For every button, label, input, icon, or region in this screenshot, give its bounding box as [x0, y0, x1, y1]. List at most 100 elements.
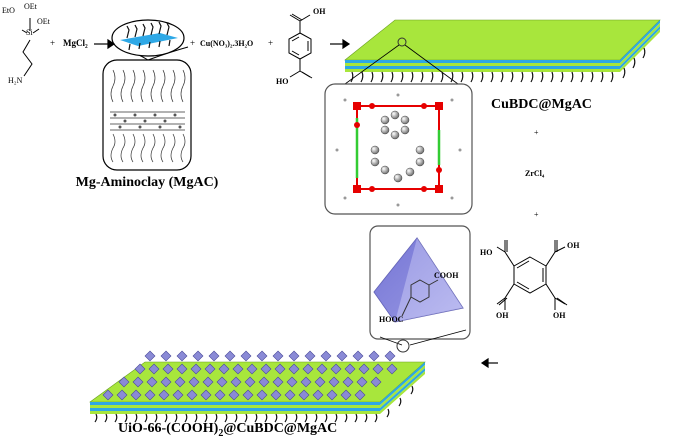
final-product-subscript: 2 [218, 427, 224, 439]
plus-sign-3: + [268, 38, 274, 48]
uio66-crystal [224, 350, 236, 362]
cubdc-mgac-slab [344, 19, 661, 83]
uio66-crystal [272, 376, 284, 388]
uio66-crystal [354, 389, 366, 401]
final-product-label: UiO-66-(COOH)2@CuBDC@MgAC [118, 421, 337, 439]
uio66-crystal [132, 376, 144, 388]
uio66-crystal [320, 350, 332, 362]
plus-sign-2: + [190, 38, 196, 48]
mgac-zoom-panel [102, 19, 192, 171]
uio66-crystals [102, 350, 398, 401]
uio66-crystal [316, 363, 328, 375]
uio66-crystal [330, 363, 342, 375]
uio66-crystal [356, 376, 368, 388]
uio66-crystal [202, 376, 214, 388]
uio66-crystal [302, 363, 314, 375]
uio66-crystal [116, 389, 128, 401]
uio66-crystal [244, 376, 256, 388]
mgac-label: Mg-Aminoclay (MgAC) [75, 175, 219, 190]
uio66-crystal [118, 376, 130, 388]
copper-nitrate-label: Cu(NO₃)₂.3H₂O [200, 39, 254, 48]
uio66-crystal [242, 389, 254, 401]
uio66-crystal [258, 376, 270, 388]
btec-oh-bottom-right: OH [553, 311, 566, 320]
reaction-arrow-2 [330, 38, 351, 50]
uio66-crystal [272, 350, 284, 362]
final-composite-slab [89, 339, 426, 423]
hooc-label: HOOC [379, 315, 404, 324]
uio66-crystal [256, 350, 268, 362]
uio66-crystal [240, 350, 252, 362]
uio66-crystal [146, 376, 158, 388]
final-product-tail: @CuBDC@MgAC [223, 421, 338, 436]
uio66-crystal [214, 389, 226, 401]
uio66-crystal [204, 363, 216, 375]
amine-label: H₂N [8, 76, 23, 85]
ethoxy-label-right: OEt [37, 17, 50, 26]
uio66-crystal [284, 389, 296, 401]
uio66-crystal [190, 363, 202, 375]
uio66-crystal [102, 389, 114, 401]
uio66-crystal [384, 350, 396, 362]
bdc-ho-label: HO [276, 77, 289, 86]
uio66-crystal [260, 363, 272, 375]
plus-sign-1: + [50, 38, 56, 48]
uio66-crystal [288, 350, 300, 362]
uio66-crystal [304, 350, 316, 362]
pyromellitic-acid-structure [496, 240, 568, 310]
silicon-label: Si [26, 28, 33, 37]
cooh-label: COOH [434, 271, 459, 280]
uio66-crystal [130, 389, 142, 401]
uio66-crystal [144, 389, 156, 401]
uio66-crystal [298, 389, 310, 401]
uio66-crystal-panel [369, 225, 471, 340]
uio66-crystal [300, 376, 312, 388]
uio66-crystal [386, 363, 398, 375]
uio66-crystal [172, 389, 184, 401]
uio66-crystal [358, 363, 370, 375]
uio66-crystal [246, 363, 258, 375]
uio66-crystal [232, 363, 244, 375]
cubdc-mgac-label: CuBDC@MgAC [491, 97, 592, 112]
uio66-crystal [256, 389, 268, 401]
uio66-crystal [288, 363, 300, 375]
uio66-crystal [148, 363, 160, 375]
plus-sign-5: + [534, 210, 539, 219]
ethoxy-label-top: OEt [24, 2, 37, 11]
uio66-crystal [218, 363, 230, 375]
terephthalic-acid-structure [288, 13, 313, 79]
uio66-crystal [228, 389, 240, 401]
bdc-oh-label: OH [313, 7, 326, 16]
uio66-crystal [216, 376, 228, 388]
uio66-crystal [352, 350, 364, 362]
uio66-crystal [340, 389, 352, 401]
uio66-crystal [372, 363, 384, 375]
uio66-crystal [160, 376, 172, 388]
cubdc-unit-cell-panel [324, 83, 473, 215]
uio66-crystal [160, 350, 172, 362]
uio66-crystal [274, 363, 286, 375]
uio66-crystal [176, 363, 188, 375]
btec-oh-top-right: OH [567, 241, 580, 250]
uio66-crystal [208, 350, 220, 362]
uio66-crystal [344, 363, 356, 375]
uio66-crystal [162, 363, 174, 375]
uio66-crystal [174, 376, 186, 388]
reaction-arrow-1 [94, 38, 116, 50]
zrcl4-label: ZrCl₄ [525, 169, 545, 178]
uio66-crystal [270, 389, 282, 401]
final-product-main: UiO-66-(COOH) [118, 421, 219, 436]
btec-oh-bottom-left: OH [496, 311, 509, 320]
uio66-crystal [312, 389, 324, 401]
zoom-lines-cubdc [344, 44, 459, 85]
zoom-lines-uio [379, 329, 467, 346]
uio66-crystal [286, 376, 298, 388]
uio66-crystal [370, 376, 382, 388]
uio66-crystal [342, 376, 354, 388]
reaction-arrow-3 [480, 357, 498, 369]
mgcl2-label: MgCl₂ [63, 38, 88, 48]
ethoxy-label-left: EtO [2, 6, 15, 15]
uio66-crystal [176, 350, 188, 362]
uio66-crystal [314, 376, 326, 388]
